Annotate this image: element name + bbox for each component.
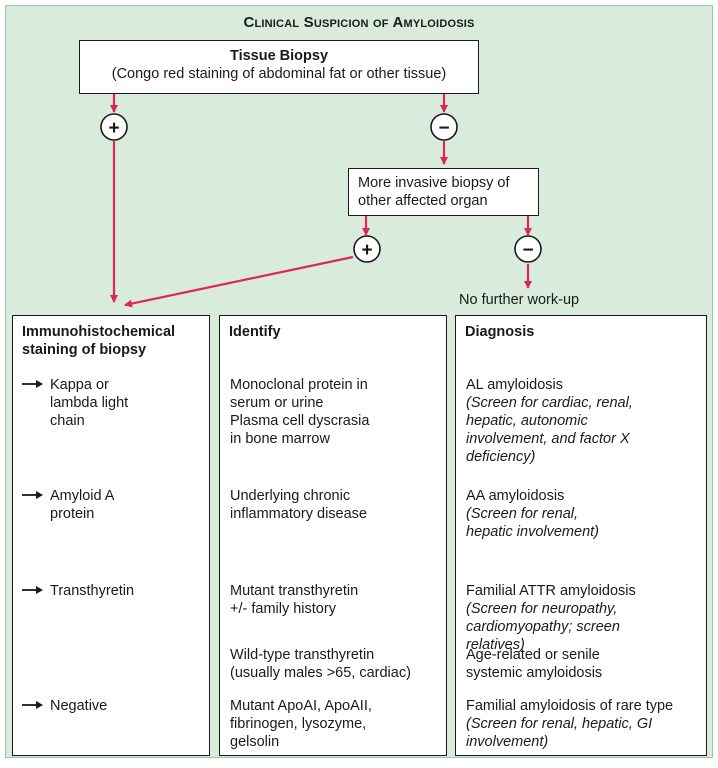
right-arrow-icon <box>22 697 50 715</box>
page-title: Clinical Suspicion of Amyloidosis <box>243 14 475 31</box>
invasive-biopsy-line1: More invasive biopsy of <box>358 175 510 191</box>
diagnosis-text: Familial ATTR amyloidosis <box>466 583 636 599</box>
negative-node-2 <box>514 235 542 263</box>
invasive-biopsy-line2: other affected organ <box>358 193 488 209</box>
diagnosis-note: (Screen for neuropathy, <box>466 601 618 617</box>
diagnosis-row-2: AA amyloidosis (Screen for renal, hepati… <box>466 487 599 541</box>
identify-text: Wild-type transthyretin <box>230 647 375 663</box>
positive-node-1 <box>100 113 128 141</box>
identify-text: Underlying chronic <box>230 488 351 504</box>
staining-text: chain <box>50 413 85 429</box>
staining-text: Negative <box>50 698 108 714</box>
identify-text: fibrinogen, lysozyme, <box>230 716 367 732</box>
identify-column: Identify Monoclonal protein in serum or … <box>219 315 447 756</box>
identify-text: Plasma cell dyscrasia <box>230 413 370 429</box>
tissue-biopsy-detail: (Congo red staining of abdominal fat or … <box>111 66 447 82</box>
diagnosis-row-4: Age-related or senile systemic amyloidos… <box>466 646 602 682</box>
diagnosis-header: Diagnosis <box>465 324 535 340</box>
diagnosis-note: involvement, and factor X <box>466 431 630 447</box>
positive-sign-2: + <box>361 240 372 261</box>
identify-row-3: Mutant transthyretin +/- family history <box>230 582 358 618</box>
diagnosis-row-1: AL amyloidosis (Screen for cardiac, rena… <box>466 376 633 466</box>
identify-row-2: Underlying chronic inflammatory disease <box>230 487 367 523</box>
flowchart: + − + − Clinical Suspicion of Amyloidosi… <box>5 5 713 758</box>
right-arrow-icon <box>22 376 50 394</box>
diagnosis-row-3: Familial ATTR amyloidosis (Screen for ne… <box>466 582 636 654</box>
identify-text: inflammatory disease <box>230 506 367 522</box>
identify-text: +/- family history <box>230 601 336 617</box>
staining-row-5: Negative <box>22 697 107 715</box>
diagnosis-note: cardiomyopathy; screen <box>466 619 620 635</box>
staining-text: Transthyretin <box>50 583 135 599</box>
positive-node-2 <box>353 235 381 263</box>
staining-row-3: Transthyretin <box>22 582 134 600</box>
positive-sign-1: + <box>108 118 119 139</box>
no-further-workup: No further work-up <box>459 292 580 308</box>
diagnosis-note: (Screen for renal, hepatic, GI <box>466 716 653 732</box>
diagnosis-text: AL amyloidosis <box>466 377 563 393</box>
staining-header-line1: Immunohistochemical <box>22 324 176 340</box>
connector-layer: + − + − <box>100 94 542 308</box>
negative-node-1 <box>430 113 458 141</box>
diagnosis-text: AA amyloidosis <box>466 488 565 504</box>
staining-row-1: Kappa or lambda light chain <box>22 376 128 430</box>
identify-text: (usually males >65, cardiac) <box>230 665 411 681</box>
diagnosis-note: hepatic involvement) <box>466 524 599 540</box>
identify-text: Mutant transthyretin <box>230 583 359 599</box>
diagnosis-text: Familial amyloidosis of rare type <box>466 698 674 714</box>
staining-row-2: Amyloid A protein <box>22 487 114 523</box>
diagnosis-note: relatives) <box>466 637 525 653</box>
staining-header: Immunohistochemical staining of biopsy <box>22 323 175 359</box>
diagnosis-note: hepatic, autonomic <box>466 413 588 429</box>
tissue-biopsy-heading: Tissue Biopsy <box>229 48 329 64</box>
diagnosis-text: Age-related or senile <box>466 647 600 663</box>
identify-text: in bone marrow <box>230 431 330 447</box>
negative-sign-2: − <box>522 240 533 261</box>
identify-row-5: Mutant ApoAI, ApoAII, fibrinogen, lysozy… <box>230 697 372 751</box>
staining-text: lambda light <box>50 395 129 411</box>
invasive-biopsy-box: More invasive biopsy of other affected o… <box>348 168 539 216</box>
diagnosis-note: (Screen for cardiac, renal, <box>466 395 633 411</box>
arrow-positive2-to-staining <box>124 255 354 308</box>
staining-column: Immunohistochemical staining of biopsy K… <box>12 315 210 756</box>
right-arrow-icon <box>22 487 50 505</box>
identify-row-4: Wild-type transthyretin (usually males >… <box>230 646 411 682</box>
identify-row-1: Monoclonal protein in serum or urine Pla… <box>230 376 369 448</box>
tissue-biopsy-box: Tissue Biopsy (Congo red staining of abd… <box>79 40 479 94</box>
right-arrow-icon <box>22 582 50 600</box>
diagnosis-text: systemic amyloidosis <box>466 665 603 681</box>
identify-text: Monoclonal protein in <box>230 377 368 393</box>
staining-header-line2: staining of biopsy <box>22 342 147 358</box>
diagnosis-note: (Screen for renal, <box>466 506 579 522</box>
negative-sign-1: − <box>438 118 449 139</box>
staining-text: Kappa or <box>50 377 109 393</box>
staining-text: protein <box>50 506 95 522</box>
diagnosis-note: deficiency) <box>466 449 536 465</box>
identify-header: Identify <box>229 324 281 340</box>
staining-text: Amyloid A <box>50 488 115 504</box>
identify-text: gelsolin <box>230 734 280 750</box>
diagnosis-column: Diagnosis AL amyloidosis (Screen for car… <box>455 315 707 756</box>
diagnosis-row-5: Familial amyloidosis of rare type (Scree… <box>466 697 673 751</box>
diagnosis-note: involvement) <box>466 734 549 750</box>
identify-text: Mutant ApoAI, ApoAII, <box>230 698 372 714</box>
identify-text: serum or urine <box>230 395 324 411</box>
